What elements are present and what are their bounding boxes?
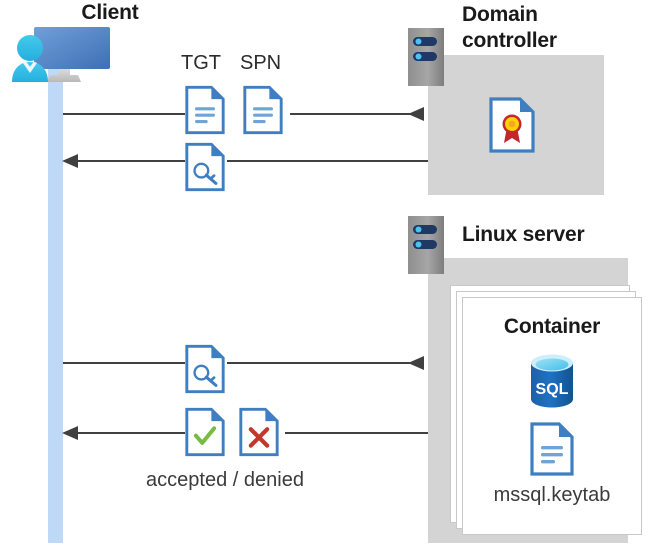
flow-line-ticket-left: [78, 160, 185, 162]
domain-controller-title-line1: Domain: [462, 3, 538, 26]
domain-controller-title-line2: controller: [462, 29, 557, 52]
flow-line-request-right: [290, 113, 414, 115]
document-icon: [185, 85, 225, 140]
domain-controller-title: Domain controller: [462, 2, 647, 54]
arrowhead-right-to-dc: [408, 107, 424, 121]
certificate-document-icon: [489, 97, 535, 158]
container-title: Container: [503, 315, 601, 338]
document-icon: [243, 85, 283, 140]
flow-line-auth-right: [227, 362, 414, 364]
flow-line-request-left: [63, 113, 185, 115]
client-workstation-icon: [8, 22, 116, 88]
flow-line-ticket-right: [227, 160, 428, 162]
svg-text:SQL: SQL: [536, 381, 569, 398]
arrowhead-left-to-client: [62, 154, 78, 168]
linux-server-title: Linux server: [462, 223, 585, 246]
x-mark-document-icon: [239, 407, 279, 462]
arrowhead-right-to-linux: [408, 356, 424, 370]
sql-database-icon: SQL: [525, 352, 579, 415]
spn-label: SPN: [240, 52, 282, 74]
keytab-filename-label: mssql.keytab: [493, 484, 611, 506]
flow-line-result-right: [285, 432, 428, 434]
result-label: accepted / denied: [146, 469, 304, 491]
flow-line-result-left: [78, 432, 185, 434]
checkmark-document-icon: [185, 407, 225, 462]
server-rack-icon: [408, 216, 444, 274]
container-card-front: Container SQL: [462, 297, 642, 535]
client-lifeline: [48, 60, 63, 543]
key-document-icon: [185, 344, 225, 399]
server-rack-icon: [408, 28, 444, 86]
key-document-icon: [185, 142, 225, 197]
arrowhead-left-result: [62, 426, 78, 440]
flow-line-auth-left: [63, 362, 185, 364]
document-icon: [530, 422, 574, 481]
tgt-label: TGT: [181, 52, 221, 74]
client-title: Client: [81, 1, 139, 24]
